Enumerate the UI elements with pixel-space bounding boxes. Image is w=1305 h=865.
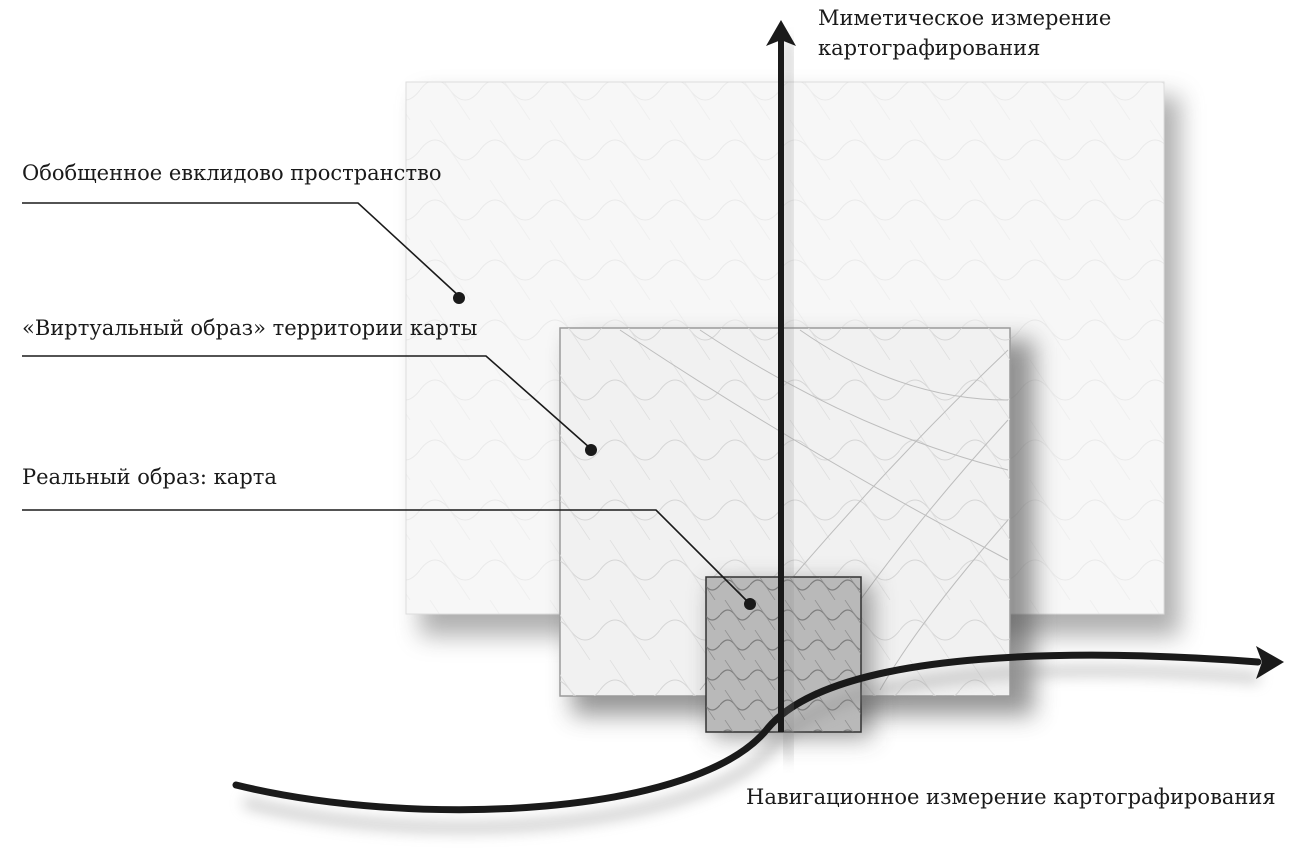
mimetic-arrowhead [766, 20, 796, 46]
label-mimetic-line2: картографирования [818, 36, 1041, 61]
label-real-image: Реальный образ: карта [22, 465, 277, 489]
leader-euclidean-space [22, 202, 460, 297]
navigation-arrowhead [1256, 646, 1284, 679]
leader-real-image [22, 509, 749, 603]
label-mimetic-dimension: Миметическое измерение картографирования [818, 3, 1111, 64]
label-virtual-image: «Виртуальный образ» территории карты [22, 316, 478, 340]
pointer-dot-real [744, 598, 756, 610]
pointer-dot-virtual [585, 444, 597, 456]
mimetic-axis [766, 20, 796, 760]
label-navigation-dimension: Навигационное измерение картографировани… [746, 785, 1276, 809]
label-euclidean-space: Обобщенное евклидово пространство [22, 161, 442, 185]
pointer-dot-euclidean [453, 292, 465, 304]
leader-virtual-image [22, 355, 591, 449]
label-mimetic-line1: Миметическое измерение [818, 6, 1112, 30]
navigation-curve [232, 646, 1284, 833]
